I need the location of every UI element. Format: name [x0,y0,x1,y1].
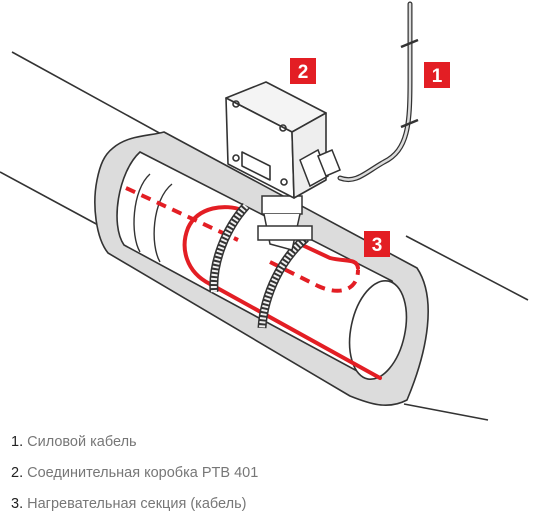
legend-item-number: 1. [11,434,24,450]
legend-item-text: Соединительная коробка PTB 401 [27,465,259,481]
pipe-outline-upper [11,51,164,136]
pipe-outline-upper [405,235,529,301]
marker-1-number: 1 [432,66,443,87]
legend-item-text: Нагревательная секция (кабель) [27,496,247,512]
pipe-heating-diagram: 1 2 3 [0,1,529,421]
heating-cable-hidden [269,260,360,293]
legend-item-number: 2. [11,465,24,481]
marker-3: 3 [364,231,390,257]
power-cable [337,1,413,182]
junction-box-screw [280,178,288,186]
junction-box-screw [232,100,240,108]
heating-cable-hidden [125,186,239,242]
marker-2: 2 [290,58,316,84]
pipe-outline-lower [0,171,101,227]
legend: 1. Силовой кабель 2. Соединительная коро… [11,432,531,525]
cable-tie [400,38,419,49]
legend-item-number: 3. [11,496,24,512]
legend-item-text: Силовой кабель [27,434,137,450]
junction-box-screw [232,154,240,162]
pipe-clamp [257,234,309,329]
cable-tie [400,118,419,129]
cable-gland [299,148,341,188]
heating-cable-lower [208,282,382,380]
pipe-outline-lower [403,403,489,421]
marker-3-number: 3 [372,235,383,256]
junction-box-label [241,151,271,181]
legend-item-junction-box: 2. Соединительная коробка PTB 401 [11,463,531,494]
junction-box-screw [279,124,287,132]
pipe-ring [153,183,173,263]
power-cable [338,2,412,181]
legend-item-power-cable: 1. Силовой кабель [11,432,531,463]
pipe-end-cut [348,279,408,381]
heating-cable-loop [182,205,244,286]
pipe-ring [133,173,151,253]
marker-1: 1 [424,62,450,88]
mounting-bracket [257,195,313,251]
legend-item-heating-section: 3. Нагревательная секция (кабель) [11,494,531,525]
heating-cable-end [298,242,360,270]
marker-2-number: 2 [298,62,309,83]
pipe-clamp [209,202,250,293]
